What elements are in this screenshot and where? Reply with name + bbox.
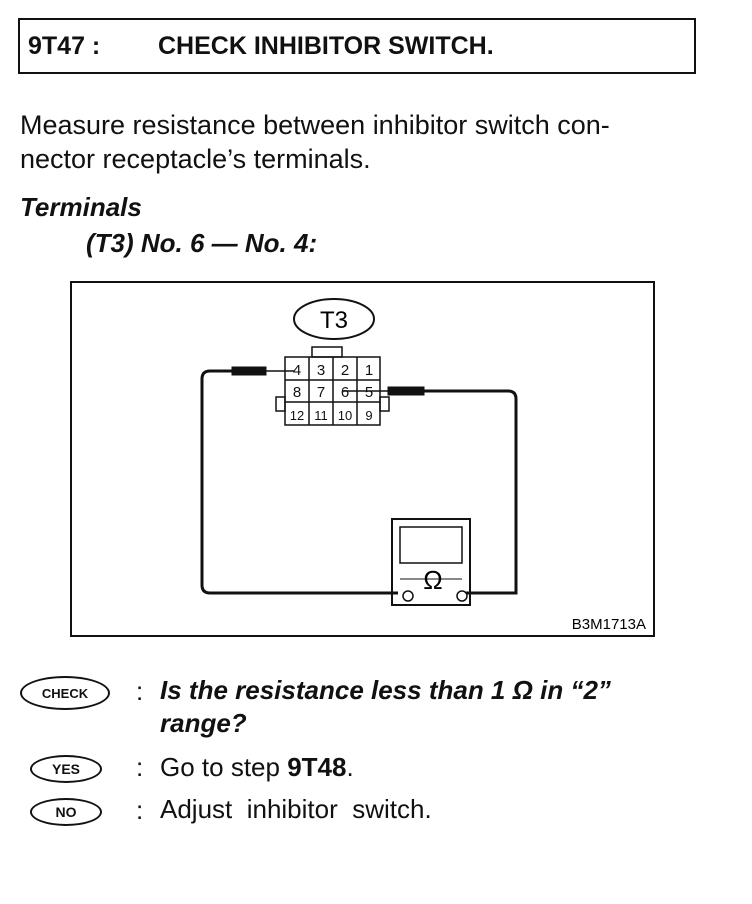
instruction-line-2: nector receptacle’s terminals. [20,144,371,174]
step-header: 9T47 : CHECK INHIBITOR SWITCH. [18,18,696,74]
pin-12: 12 [290,408,304,423]
no-colon: : [136,795,144,825]
step-id: 9T47 : [28,31,101,60]
yes-action-end: . [346,752,354,782]
check-question-line-1: Is the resistance less than 1 Ω in “2” [160,675,611,705]
yes-step-ref: 9T48 [287,752,347,782]
pin-9: 9 [365,408,372,423]
check-colon: : [136,676,144,706]
figure-code: B3M1713A [572,616,646,633]
meter-terminal-right [456,590,468,602]
connector-pins: 4 3 2 1 8 7 6 5 12 11 10 9 [290,362,373,423]
connector-body [275,356,390,426]
yes-action: Go to step 9T48. [160,751,354,784]
pin-5: 5 [365,384,373,401]
yes-badge: YES [30,755,102,783]
connector-label-oval [293,298,375,340]
wiring-figure: T3 4 3 2 1 8 7 6 5 12 11 10 9 [70,281,655,637]
check-badge-label: CHECK [41,685,89,701]
pin-3: 3 [317,362,325,379]
yes-action-text: Go to step [160,752,288,782]
step-title: CHECK INHIBITOR SWITCH. [158,31,494,60]
yes-colon: : [136,752,144,782]
pin-4: 4 [293,362,301,379]
check-question-line-2: range? [160,708,247,738]
no-action: Adjust inhibitor switch. [160,794,432,824]
connector-latch [311,346,343,358]
no-badge-label: NO [55,804,77,820]
check-question: Is the resistance less than 1 Ω in “2” r… [160,674,720,740]
meter-terminal-left [402,590,414,602]
ohm-symbol: Ω [423,565,442,595]
pin-1: 1 [365,362,373,379]
terminals-spec: (T3) No. 6 — No. 4: [86,228,318,258]
right-probe [342,386,518,595]
pin-8: 8 [293,384,301,401]
pin-2: 2 [341,362,349,379]
wiring-diagram: T3 4 3 2 1 8 7 6 5 12 11 10 9 [200,298,646,633]
instruction-text: Measure resistance between inhibitor swi… [20,108,710,176]
connector-label: T3 [320,307,348,334]
instruction-line-1: Measure resistance between inhibitor swi… [20,110,610,140]
terminals-heading: Terminals [20,192,142,222]
pin-11: 11 [314,408,328,423]
check-badge: CHECK [20,676,110,710]
pin-7: 7 [317,384,325,401]
pin-6: 6 [341,384,349,401]
pin-10: 10 [338,408,352,423]
left-probe [200,366,398,595]
ohmmeter [391,518,471,606]
no-badge: NO [30,798,102,826]
yes-badge-label: YES [51,761,80,777]
